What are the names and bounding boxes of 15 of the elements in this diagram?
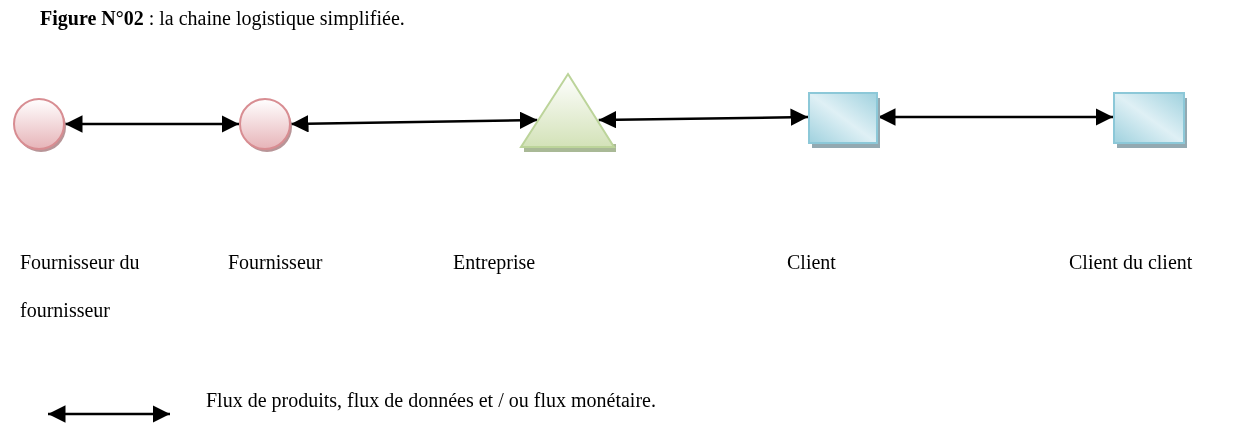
entity-label: Fournisseur du fournisseur xyxy=(20,250,141,323)
entity-label: Client du client xyxy=(1069,250,1194,275)
figure-title: Figure N°02 : la chaine logistique simplifiée. xyxy=(40,6,405,30)
triangle-node xyxy=(520,72,616,152)
rectangle-node xyxy=(808,92,880,148)
double-arrow xyxy=(598,108,808,129)
entity-label: Entreprise xyxy=(453,250,537,276)
rectangle-node xyxy=(1113,92,1187,148)
double-arrow xyxy=(290,111,538,133)
entity-label: Client xyxy=(787,250,837,275)
circle-node xyxy=(238,96,292,152)
legend-text: Flux de produits, flux de données et / ou flux monétaire. xyxy=(206,388,656,412)
double-arrow xyxy=(65,115,239,133)
circle-node xyxy=(12,96,66,152)
entity-label: Fournisseur xyxy=(228,250,324,275)
